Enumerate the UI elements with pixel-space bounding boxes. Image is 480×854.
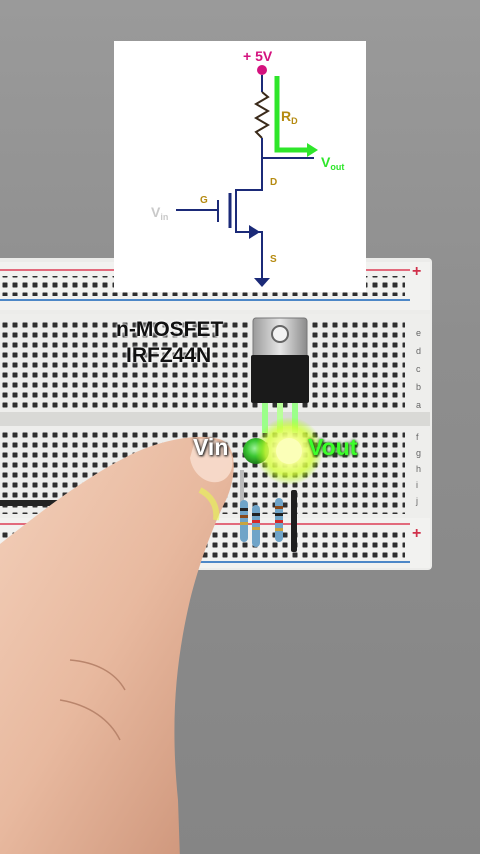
resistor-label: RD — [281, 108, 298, 126]
row-letter-i: i — [416, 480, 418, 490]
center-channel — [0, 412, 430, 426]
mosfet-component — [251, 317, 309, 433]
rail-plus-top: + — [412, 263, 421, 280]
supply-node — [257, 65, 267, 75]
vout-label: Vout — [308, 434, 358, 460]
part-type-label: n-MOSFET — [116, 318, 224, 341]
finger — [0, 436, 234, 854]
led-lead — [240, 470, 244, 520]
source-label: S — [270, 254, 277, 265]
row-letter-c: c — [416, 364, 421, 374]
drain-label: D — [270, 177, 277, 188]
yellow-led-lit — [255, 417, 323, 485]
output-arrow — [274, 76, 308, 153]
row-letter-g: g — [416, 448, 421, 458]
jumper-wire-vertical — [291, 490, 297, 552]
resistors — [240, 498, 283, 547]
output-label: Vout — [321, 154, 344, 172]
mosfet-symbol — [235, 185, 263, 278]
drain-resistor — [254, 91, 270, 139]
schematic-panel: + 5V RD Vout D G Vin S — [114, 41, 366, 292]
input-label: Vin — [151, 204, 168, 222]
row-letter-h: h — [416, 464, 421, 474]
row-letter-j: j — [415, 496, 418, 506]
gate-label: G — [200, 195, 208, 206]
ground-arrow — [254, 278, 270, 287]
part-number-label: IRFZ44N — [126, 344, 212, 367]
row-letter-b: b — [416, 382, 421, 392]
rail-plus-bottom: + — [412, 525, 421, 542]
row-letter-a: a — [416, 400, 421, 410]
vin-label: Vin — [193, 434, 229, 460]
row-letter-e: e — [416, 328, 421, 338]
supply-label: + 5V — [243, 48, 273, 64]
jumper-wire-left — [0, 500, 60, 506]
row-letter-f: f — [416, 432, 419, 442]
row-letter-d: d — [416, 346, 421, 356]
